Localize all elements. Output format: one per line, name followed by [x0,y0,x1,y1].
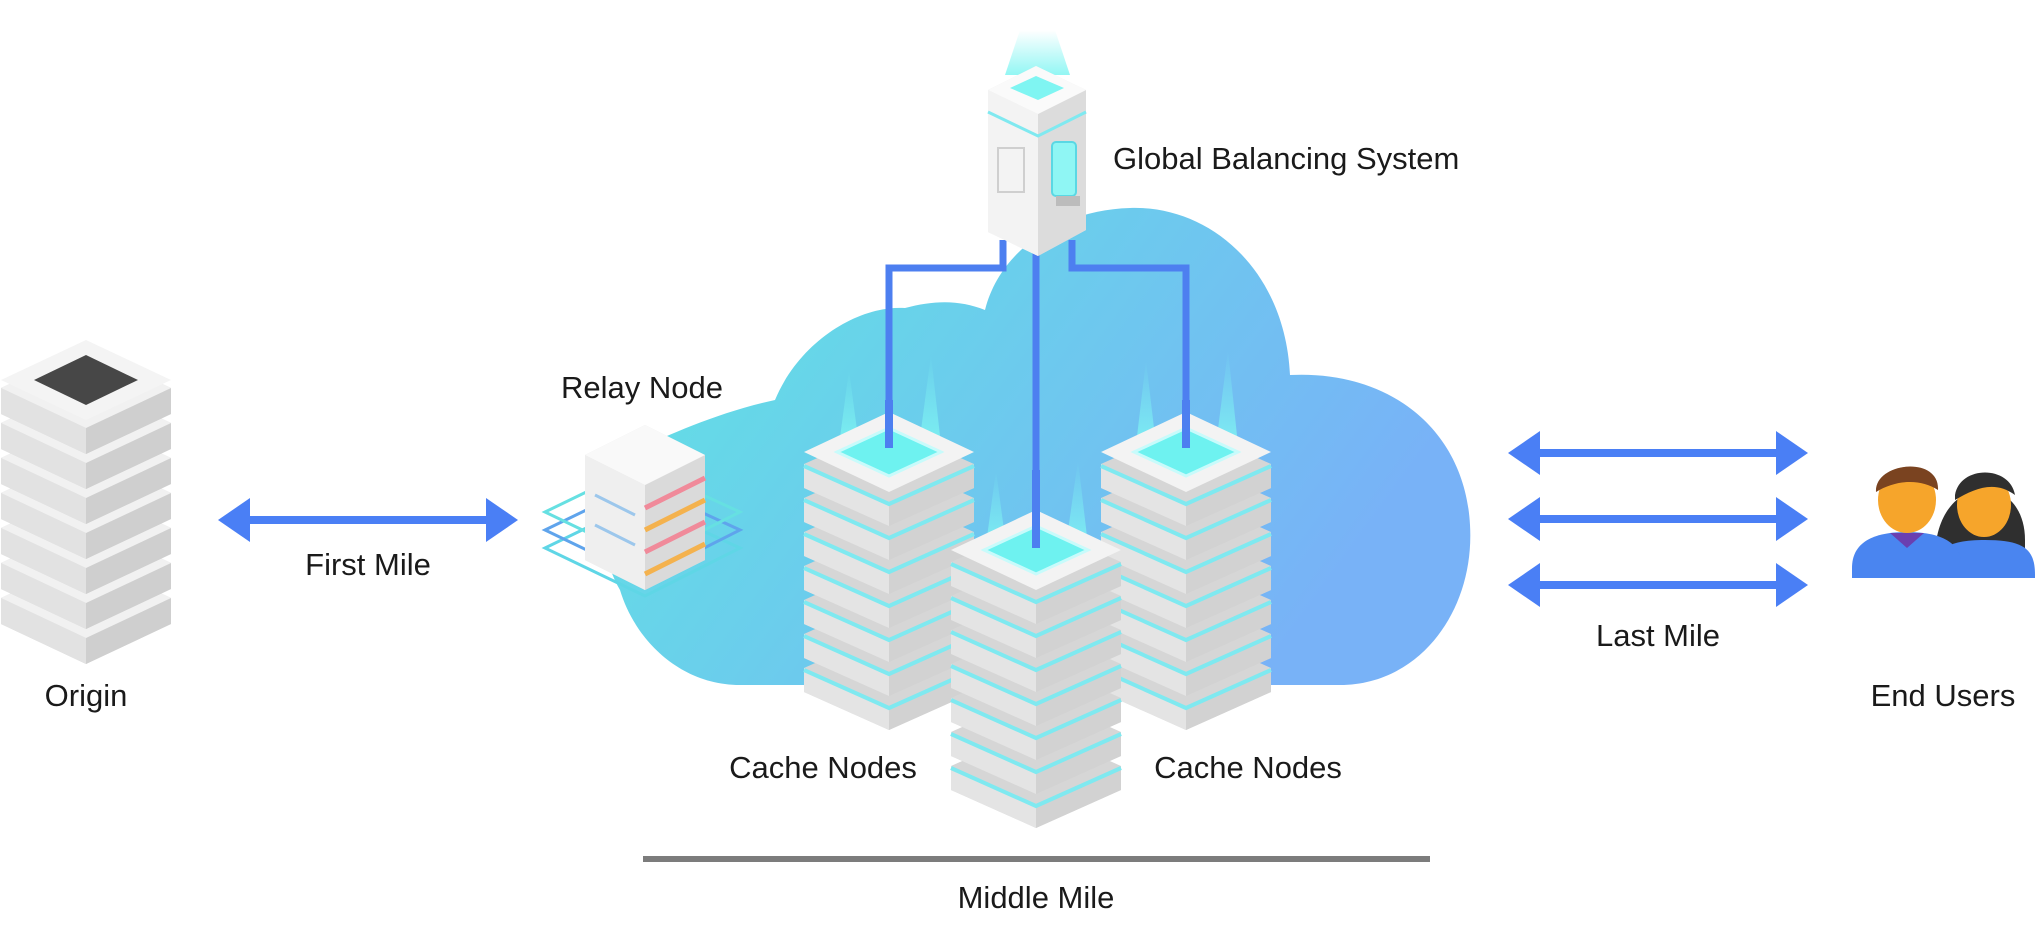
cache-nodes-left-label: Cache Nodes [729,750,917,785]
cache-server-icon [802,355,976,732]
global-balancing-label: Global Balancing System [1113,141,1459,176]
double-arrow-icon [1508,431,1808,475]
first-mile-label: First Mile [305,547,431,582]
balancer-icon [987,30,1087,256]
double-arrow-icon [218,498,518,542]
cache-server-icon [1099,350,1273,732]
end-users-label: End Users [1871,678,2016,713]
cache-server-icon [949,460,1123,830]
origin-label: Origin [45,678,128,713]
double-arrow-icon [1508,563,1808,607]
last-mile-label: Last Mile [1596,618,1720,653]
middle-mile-label: Middle Mile [958,880,1115,915]
double-arrow-icon [1508,497,1808,541]
server-stack-icon [1,340,171,664]
relay-node-icon [541,425,744,598]
cache-nodes-right-label: Cache Nodes [1154,750,1342,785]
middle-mile-line [643,856,1430,862]
relay-node-label: Relay Node [561,370,723,405]
users-icon [1852,466,2035,578]
